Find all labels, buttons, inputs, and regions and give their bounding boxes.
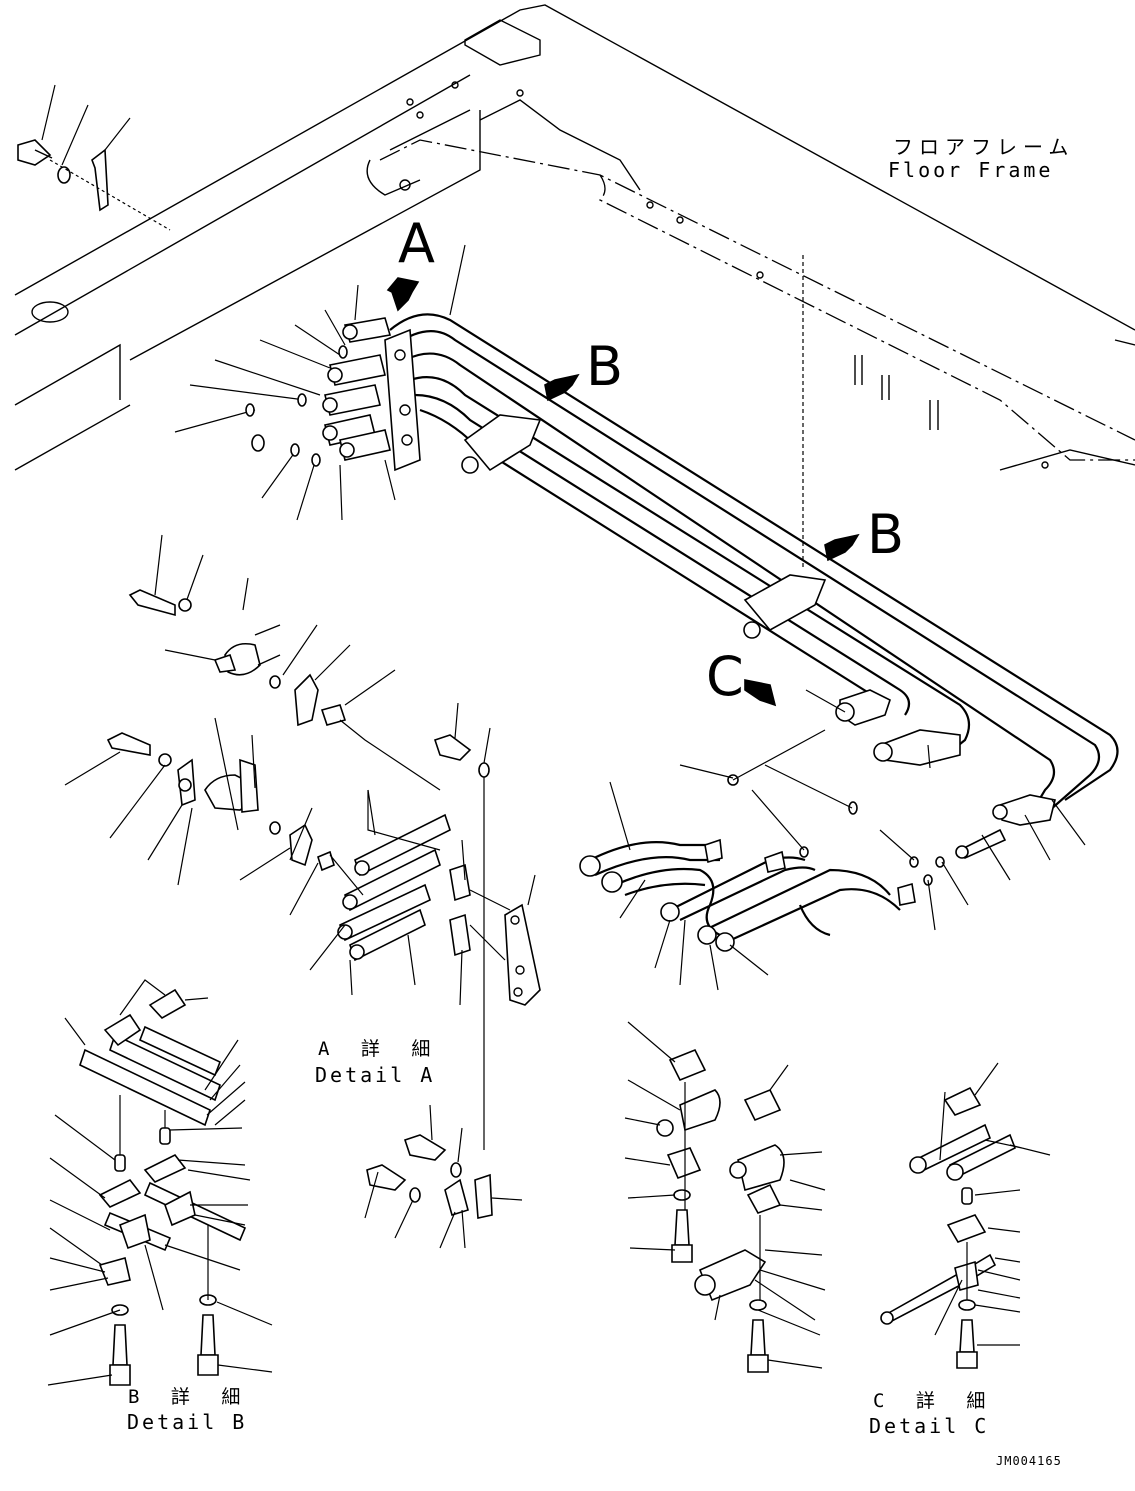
detail-c-title-en: Detail C — [869, 1414, 990, 1438]
detail-b-title-en: Detail B — [127, 1410, 248, 1434]
detail-c-middle — [624, 1021, 826, 1373]
view-label-b-right: B — [867, 503, 905, 566]
detail-c-right — [880, 1062, 1051, 1369]
floor-frame-label-en: Floor Frame — [888, 158, 1054, 182]
floor-frame-label-jp: フロアフレーム — [893, 135, 1075, 159]
left-clamp-exploded — [64, 534, 441, 916]
right-hose-group — [579, 689, 1086, 991]
detail-b-title-jp: B 詳 細 — [128, 1386, 251, 1408]
view-label-b-top: B — [586, 335, 624, 398]
main-tube-bundle — [174, 244, 1119, 816]
view-label-c: C — [706, 645, 744, 708]
detail-b-parts — [47, 979, 273, 1386]
detail-a-title-jp: A 詳 細 — [318, 1038, 441, 1060]
detail-c-title-jp: C 詳 細 — [873, 1390, 996, 1412]
lower-center-hardware — [364, 1104, 523, 1249]
view-label-a: A — [398, 212, 435, 275]
top-left-hardware — [17, 84, 171, 231]
floor-frame-outline — [14, 4, 1135, 570]
detail-a-title-en: Detail A — [315, 1063, 436, 1087]
drawing-code: JM004165 — [996, 1454, 1062, 1468]
detail-a-parts — [309, 702, 541, 1150]
